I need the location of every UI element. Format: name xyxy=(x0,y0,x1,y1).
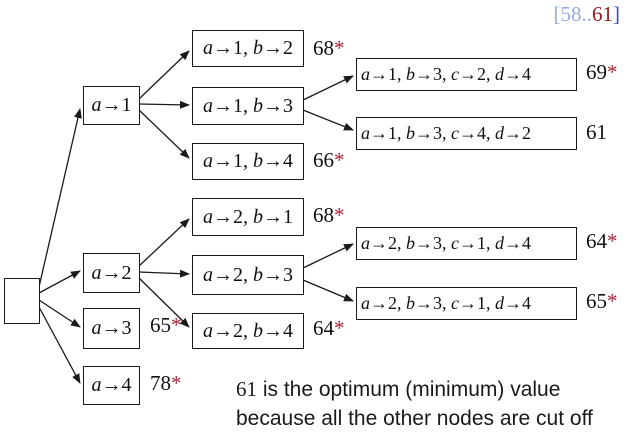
caption-line-1: 61 is the optimum (minimum) value xyxy=(236,375,593,404)
value-number: 64 xyxy=(313,316,334,340)
node-value-a3: 65* xyxy=(150,313,182,338)
tree-node-leaf4: a→2, b→3, c→1, d→4 xyxy=(356,287,577,320)
cutoff-star: * xyxy=(607,289,618,313)
node-value-a1b2: 68* xyxy=(313,36,345,61)
bound-range: [58.. xyxy=(553,2,593,26)
edge-a1-a1b4 xyxy=(138,109,190,159)
tree-node-root xyxy=(4,278,40,324)
tree-node-leaf2: a→1, b→3, c→4, d→2 xyxy=(356,117,577,150)
caption-line-2: because all the other nodes are cut off xyxy=(236,407,593,430)
edge-root-a1 xyxy=(38,108,82,288)
edge-a2b3-leaf3 xyxy=(302,243,354,269)
node-label: a→1 xyxy=(91,94,132,116)
cutoff-star: * xyxy=(171,313,182,337)
node-value-a4: 78* xyxy=(150,371,182,396)
node-value-leaf4: 65* xyxy=(586,289,618,314)
edge-a2-a2b3 xyxy=(138,269,190,278)
node-value-a1b4: 66* xyxy=(313,148,345,173)
tree-node-a2: a→2 xyxy=(83,253,140,293)
node-label: a→2 xyxy=(91,261,132,284)
node-label: a→3 xyxy=(91,317,132,339)
node-value-a2b1: 68* xyxy=(313,203,345,228)
edge-root-a3 xyxy=(38,299,81,328)
value-number: 65 xyxy=(586,289,607,313)
value-number: 68 xyxy=(313,36,334,60)
bound-close-bracket: ] xyxy=(613,2,620,26)
tree-node-leaf3: a→2, b→3, c→1, d→4 xyxy=(356,227,577,260)
edge-a2-a2b1 xyxy=(138,218,190,267)
caption-optimum-value: 61 xyxy=(236,377,257,401)
tree-node-a2b3: a→2, b→3 xyxy=(192,255,304,295)
tree-node-a1: a→1 xyxy=(83,86,140,125)
edge-a1-a1b2 xyxy=(138,50,190,100)
bound-best-value: 61 xyxy=(592,2,613,26)
value-number: 68 xyxy=(313,203,334,227)
cutoff-star: * xyxy=(334,316,345,340)
cutoff-star: * xyxy=(171,371,182,395)
tree-node-a2b1: a→2, b→1 xyxy=(192,198,304,236)
value-number: 69 xyxy=(586,60,607,84)
edge-a1b3-leaf1 xyxy=(302,75,354,101)
tree-node-a1b3: a→1, b→3 xyxy=(192,87,304,125)
node-value-leaf3: 64* xyxy=(586,229,618,254)
tree-node-a1b2: a→1, b→2 xyxy=(192,30,304,67)
edge-root-a2 xyxy=(38,270,81,294)
value-number: 65 xyxy=(150,313,171,337)
node-label: a→2, b→4 xyxy=(203,319,293,342)
tree-node-a4: a→4 xyxy=(83,366,140,405)
node-label: a→1, b→2 xyxy=(203,37,293,59)
cutoff-star: * xyxy=(334,148,345,172)
edge-a2b3-leaf4 xyxy=(302,279,354,302)
value-number: 66 xyxy=(313,148,334,172)
node-label: a→4 xyxy=(91,374,132,396)
tree-node-leaf1: a→1, b→3, c→2, d→4 xyxy=(356,58,577,91)
node-label: a→2, b→3, c→1, d→4 xyxy=(361,233,531,253)
node-label: a→2, b→3, c→1, d→4 xyxy=(361,293,531,313)
tree-node-a1b4: a→1, b→4 xyxy=(192,143,304,180)
tree-node-a2b4: a→2, b→4 xyxy=(192,313,304,349)
cutoff-star: * xyxy=(334,36,345,60)
value-number: 78 xyxy=(150,371,171,395)
node-value-leaf2: 61 xyxy=(586,120,607,145)
node-label: a→2, b→3 xyxy=(203,263,293,286)
node-label: a→1, b→4 xyxy=(203,150,293,172)
caption: 61 is the optimum (minimum) value becaus… xyxy=(236,375,593,433)
cutoff-star: * xyxy=(607,229,618,253)
tree-node-a3: a→3 xyxy=(83,308,140,349)
caption-line-1-text: is the optimum (minimum) value xyxy=(257,378,561,401)
node-value-leaf1: 69* xyxy=(586,60,618,85)
edge-a1b3-leaf2 xyxy=(302,109,354,131)
value-number: 64 xyxy=(586,229,607,253)
node-label: a→1, b→3, c→4, d→2 xyxy=(361,123,531,143)
value-number: 61 xyxy=(586,120,607,144)
node-label: a→1, b→3 xyxy=(203,94,293,117)
node-label: a→2, b→1 xyxy=(203,205,293,228)
node-label: a→1, b→3, c→2, d→4 xyxy=(361,64,531,84)
edge-a1-a1b3 xyxy=(138,100,190,109)
edge-root-a4 xyxy=(38,306,81,384)
edge-a2-a2b4 xyxy=(138,277,190,328)
node-value-a2b4: 64* xyxy=(313,316,345,341)
bound-label: [58..61] xyxy=(554,2,621,27)
cutoff-star: * xyxy=(607,60,618,84)
cutoff-star: * xyxy=(334,203,345,227)
